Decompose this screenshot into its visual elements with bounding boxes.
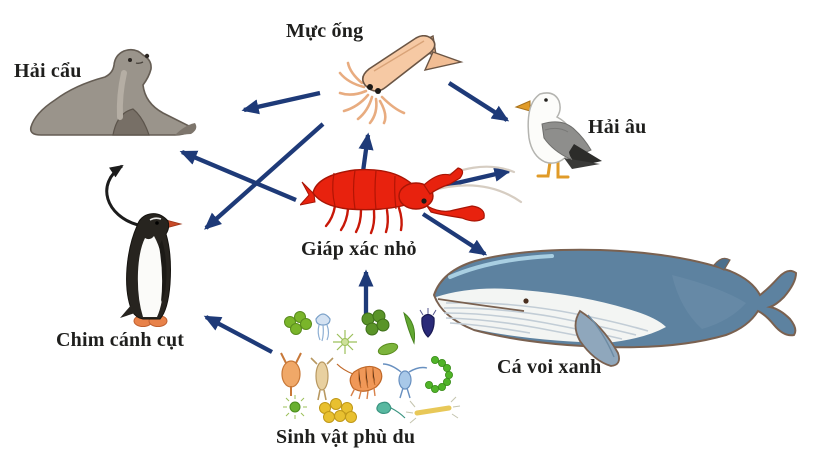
label-plankton: Sinh vật phù du	[276, 426, 416, 448]
label-whale: Cá voi xanh	[497, 356, 602, 378]
label-crustacean: Giáp xác nhỏ	[301, 238, 417, 260]
penguin-illustration	[110, 212, 185, 330]
seagull-illustration	[512, 88, 608, 182]
seal-illustration	[25, 45, 200, 142]
label-seal: Hải cẩu	[14, 60, 82, 82]
label-gull: Hải âu	[588, 116, 647, 138]
label-penguin: Chim cánh cụt	[56, 329, 185, 351]
plankton-illustration	[275, 308, 475, 425]
squid-illustration	[330, 35, 465, 125]
arrow-plankton-to-penguin	[203, 315, 274, 354]
arrow-squid-to-seal	[241, 90, 321, 115]
whale-illustration	[430, 245, 810, 380]
crustacean-illustration	[300, 160, 525, 238]
arrow-crustacean-to-seal	[179, 150, 297, 202]
label-squid: Mực ống	[286, 20, 364, 42]
